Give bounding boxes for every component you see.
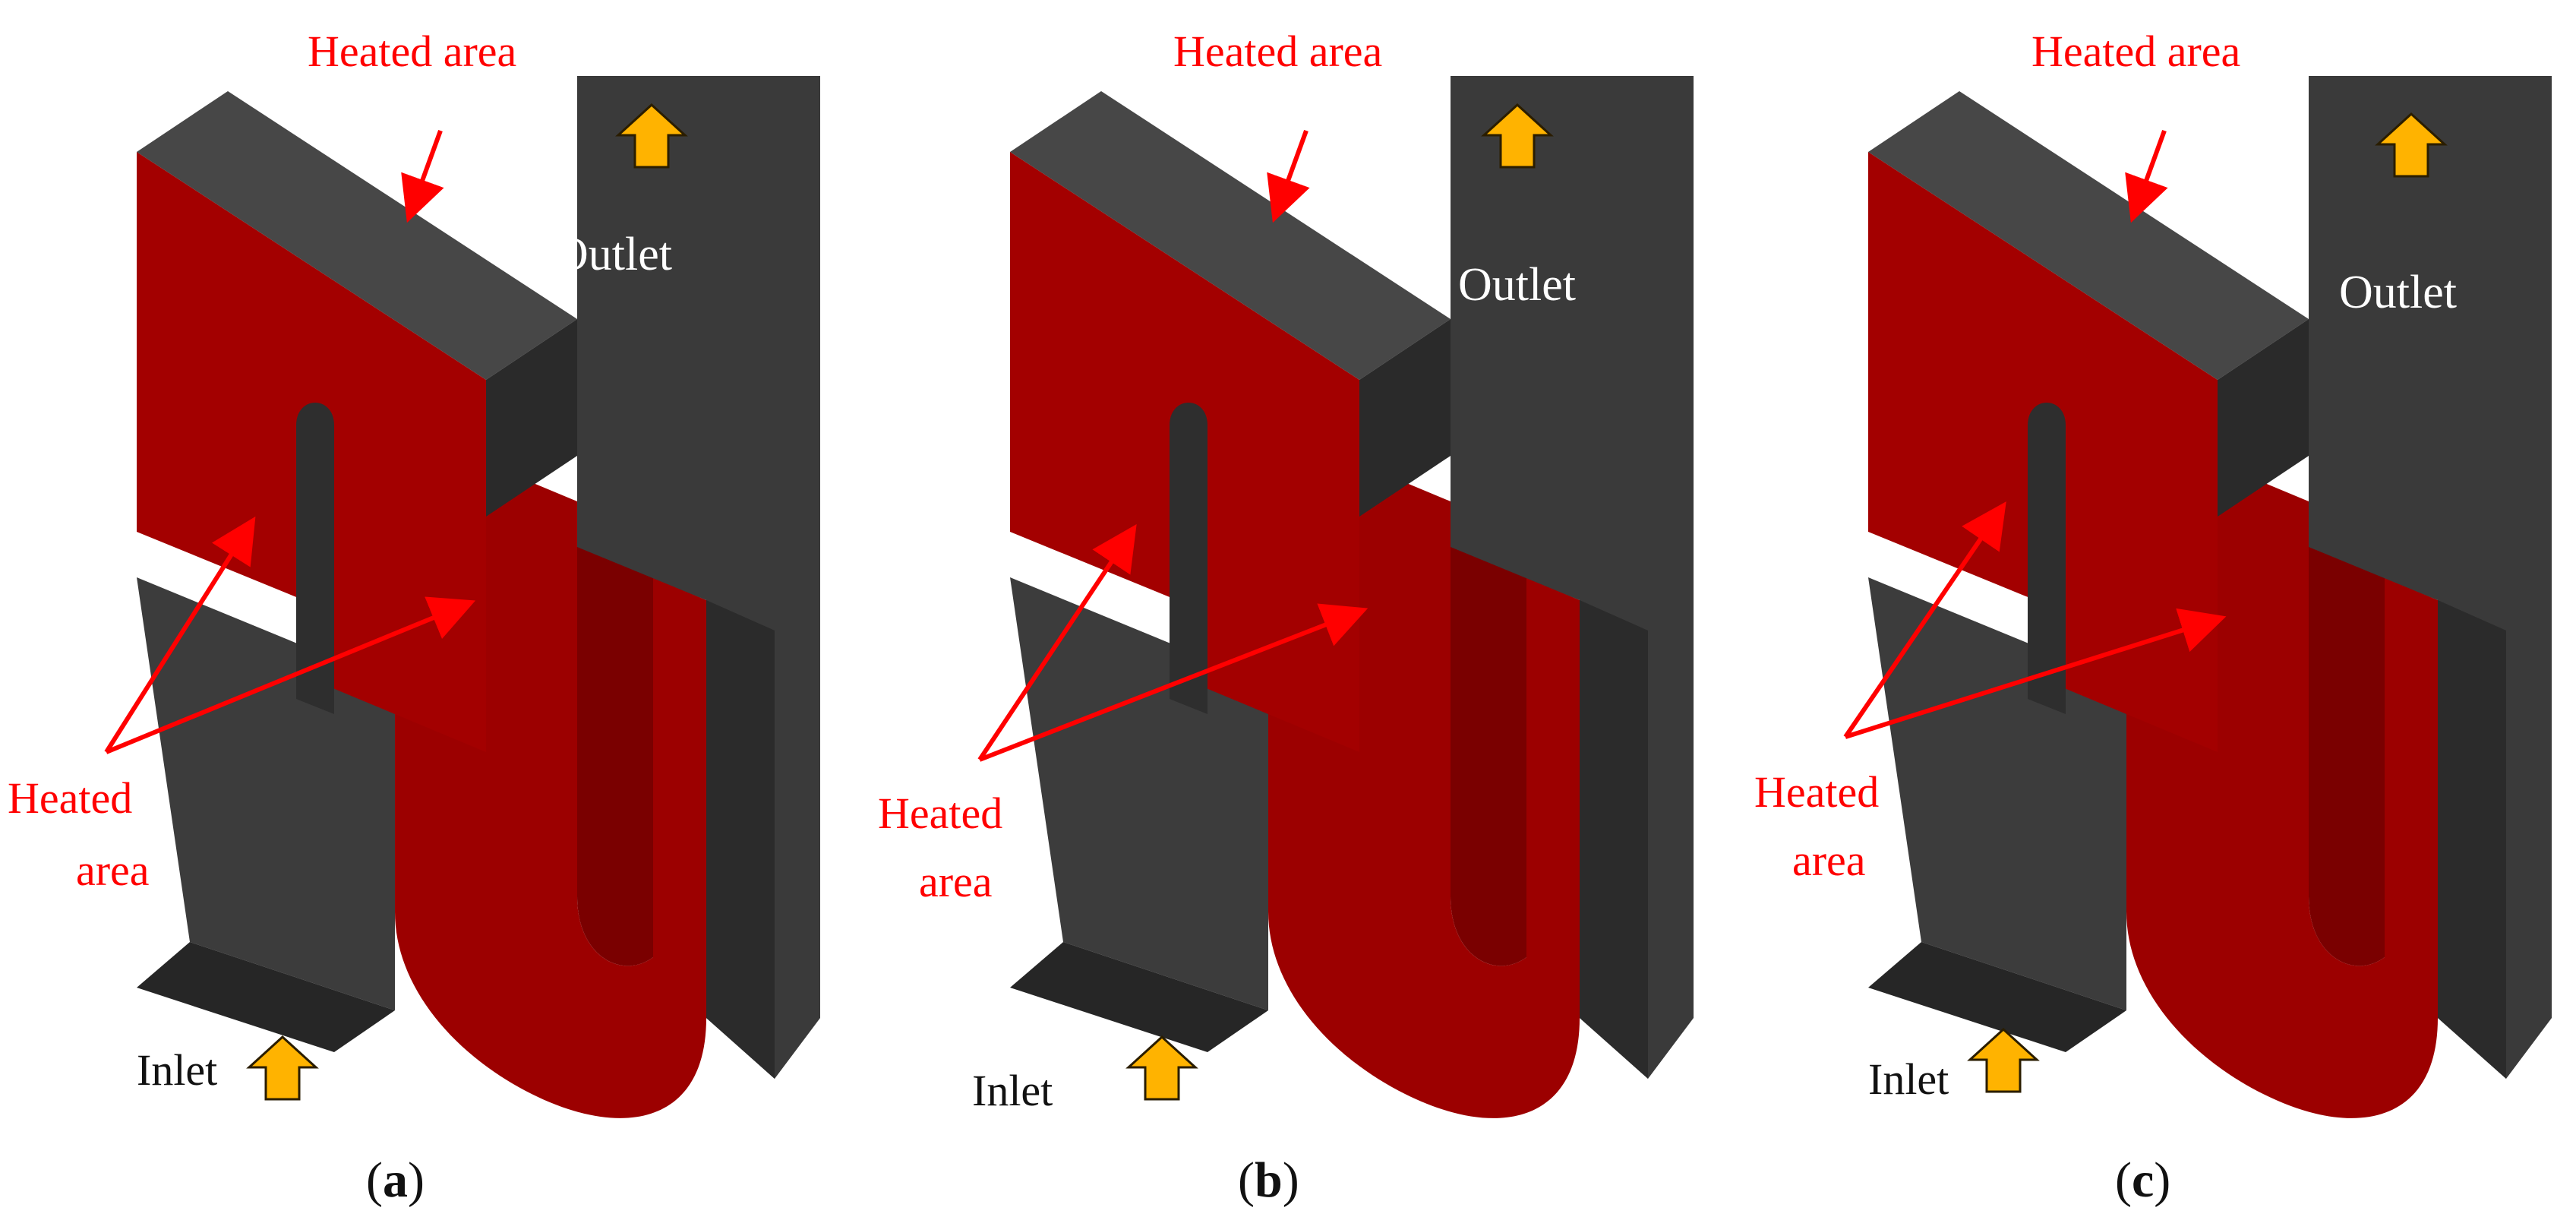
panel-a: Heated area Outlet Heated area Inlet (a) — [8, 27, 820, 1208]
red-pointer-arrow-icon — [1845, 608, 2227, 739]
outlet-label-b: Outlet — [1458, 259, 1576, 311]
red-pointer-arrow-icon — [105, 596, 476, 754]
inlet-label-c: Inlet — [1868, 1054, 1949, 1104]
channel-model-c — [1868, 76, 2552, 1118]
red-pointer-arrow-icon — [978, 603, 1368, 762]
up-arrow-icon — [248, 1035, 317, 1101]
channel-model-a — [137, 76, 820, 1118]
heated-area-top-label-b: Heated area — [1173, 27, 1382, 76]
panel-b: Heated area Outlet Heated area Inlet (b) — [878, 27, 1694, 1208]
red-pointer-arrow-icon — [977, 524, 1137, 761]
heated-area-side-label-line2-b: area — [919, 857, 993, 906]
heated-area-side-label-line2-a: area — [76, 846, 150, 895]
red-pointer-arrow-icon — [104, 516, 256, 754]
heated-area-top-label-c: Heated area — [2031, 27, 2240, 76]
up-arrow-icon — [1127, 1035, 1197, 1101]
outlet-label-c: Outlet — [2339, 267, 2457, 318]
heated-area-side-label-line1-a: Heated — [8, 773, 132, 823]
inlet-label-b: Inlet — [972, 1066, 1053, 1115]
red-pointer-arrow-icon — [2125, 129, 2168, 223]
outlet-label-a: Outlet — [554, 229, 672, 280]
channel-model-b — [1010, 76, 1694, 1118]
heated-area-side-label-line1-c: Heated — [1754, 767, 1879, 817]
heated-area-side-label-line1-b: Heated — [878, 789, 1002, 838]
red-pointer-arrow-icon — [1267, 129, 1310, 223]
inlet-label-a: Inlet — [137, 1045, 217, 1095]
heated-area-side-label-line2-c: area — [1792, 836, 1866, 885]
heated-area-top-label-a: Heated area — [308, 27, 516, 76]
panel-caption-c: (c) — [2115, 1152, 2170, 1208]
panel-caption-a: (a) — [366, 1152, 425, 1208]
panel-c: Heated area Outlet Heated area Inlet (c) — [1754, 27, 2552, 1208]
red-pointer-arrow-icon — [401, 129, 444, 223]
panel-caption-b: (b) — [1238, 1152, 1299, 1208]
red-pointer-arrow-icon — [1843, 501, 2006, 738]
